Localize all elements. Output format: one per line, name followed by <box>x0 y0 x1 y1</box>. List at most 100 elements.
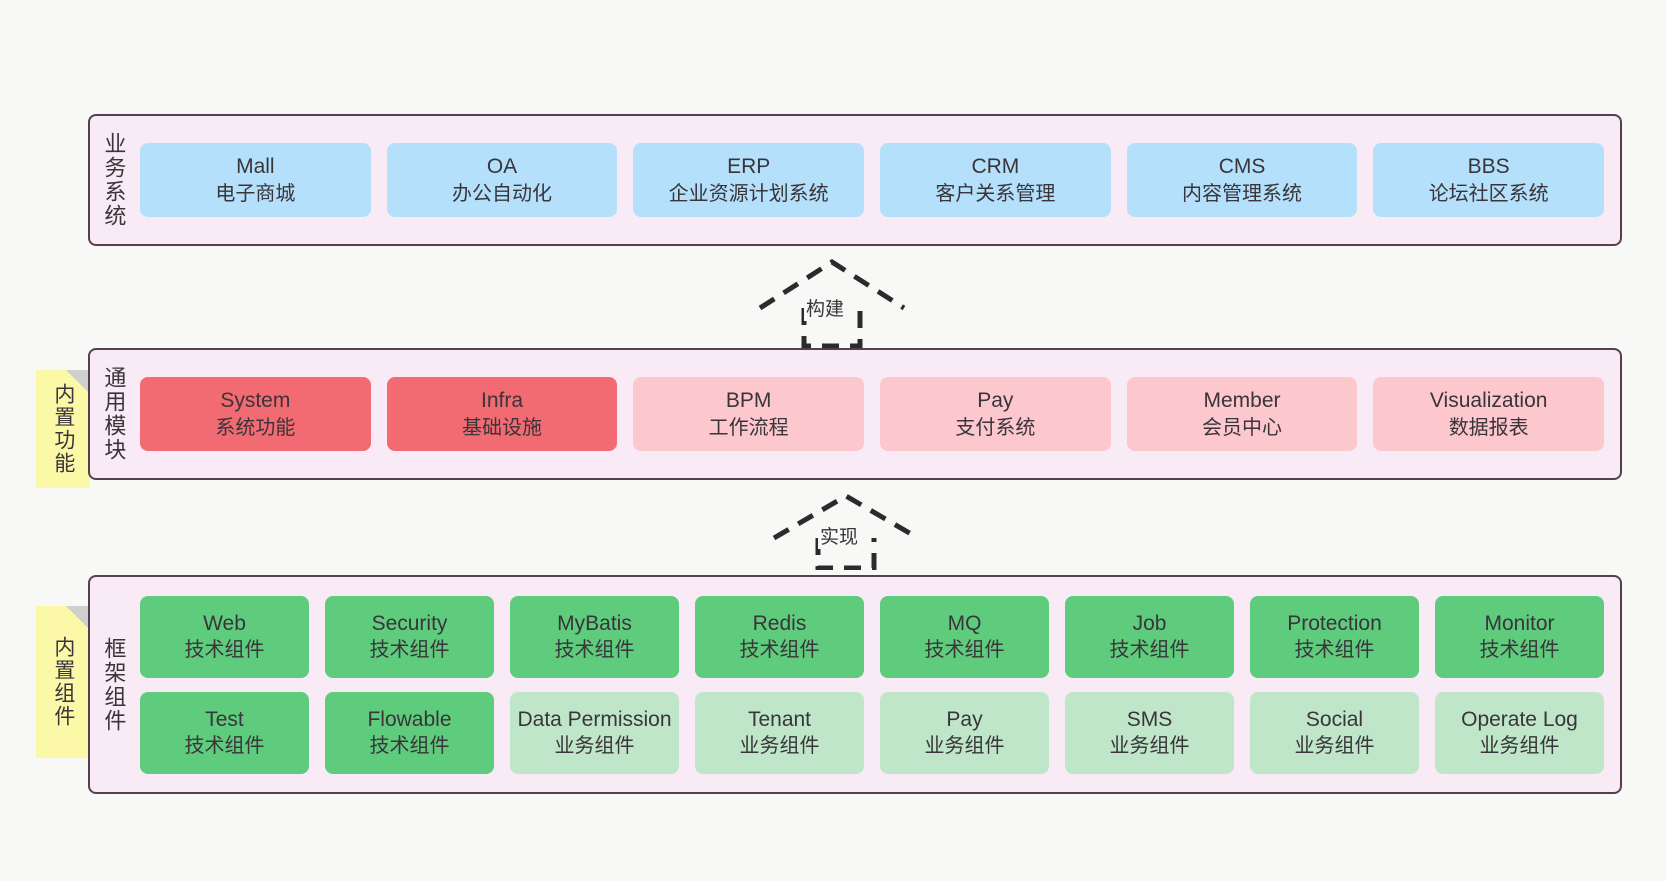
card-title-en: Protection <box>1287 611 1382 635</box>
card-test[interactable]: Test 技术组件 <box>140 691 309 774</box>
card-title-cn: 客户关系管理 <box>935 182 1056 205</box>
layer-body-business: Mall 电子商城 OA 办公自动化 ERP 企业资源计划系统 CRM 客户关系… <box>136 116 1620 244</box>
card-title-cn: 技术组件 <box>369 735 450 758</box>
card-title-cn: 基础设施 <box>462 416 542 439</box>
card-title-cn: 业务组件 <box>1479 735 1560 758</box>
card-bbs[interactable]: BBS 论坛社区系统 <box>1373 143 1605 217</box>
card-title-cn: 技术组件 <box>184 735 265 758</box>
card-redis[interactable]: Redis 技术组件 <box>695 595 864 678</box>
layer-title-framework: 框架组件 <box>101 636 127 733</box>
card-crm[interactable]: CRM 客户关系管理 <box>880 143 1111 217</box>
card-visualization[interactable]: Visualization 数据报表 <box>1373 377 1605 451</box>
card-security[interactable]: Security 技术组件 <box>325 595 494 678</box>
note-fold-corner-icon <box>66 606 90 630</box>
card-title-cn: 支付系统 <box>955 416 1036 439</box>
card-title-cn: 办公自动化 <box>452 182 552 205</box>
card-title-cn: 业务组件 <box>739 735 820 758</box>
layer-title-business: 业务系统 <box>101 132 127 228</box>
card-operate-log[interactable]: Operate Log 业务组件 <box>1435 691 1604 774</box>
card-title-cn: 技术组件 <box>1109 639 1190 662</box>
note-fold-corner-icon <box>66 370 90 394</box>
card-tenant[interactable]: Tenant 业务组件 <box>695 691 864 774</box>
card-title-cn: 技术组件 <box>924 639 1005 662</box>
card-title-cn: 工作流程 <box>708 416 789 439</box>
card-title-en: BBS <box>1467 155 1510 179</box>
card-oa[interactable]: OA 办公自动化 <box>386 143 618 217</box>
card-pay-module[interactable]: Pay 支付系统 <box>880 377 1111 451</box>
card-title-en: MyBatis <box>557 611 632 635</box>
card-system[interactable]: System 系统功能 <box>140 377 371 451</box>
card-mybatis[interactable]: MyBatis 技术组件 <box>510 595 679 678</box>
arrow-build-shape <box>758 259 906 349</box>
card-title-cn: 内容管理系统 <box>1182 182 1303 205</box>
card-title-en: Data Permission <box>517 707 672 731</box>
card-sms[interactable]: SMS 业务组件 <box>1065 691 1234 774</box>
card-title-cn: 技术组件 <box>1479 639 1560 662</box>
layer-framework-components: 框架组件 Web 技术组件 Security 技术组件 MyBatis 技术组件… <box>88 575 1622 794</box>
card-infra[interactable]: Infra 基础设施 <box>386 377 618 451</box>
layer-body-modules: System 系统功能 Infra 基础设施 BPM 工作流程 Pay 支付系统… <box>136 350 1620 478</box>
card-title-en: CMS <box>1218 155 1266 179</box>
card-title-cn: 技术组件 <box>369 639 450 662</box>
card-title-en: Mall <box>236 155 275 179</box>
card-bpm[interactable]: BPM 工作流程 <box>633 377 865 451</box>
card-title-cn: 会员中心 <box>1202 416 1283 439</box>
card-title-en: Test <box>205 707 244 731</box>
card-cms[interactable]: CMS 内容管理系统 <box>1126 143 1358 217</box>
arrow-build: 构建 <box>752 258 912 350</box>
layer-body-framework: Web 技术组件 Security 技术组件 MyBatis 技术组件 Redi… <box>136 577 1620 792</box>
card-title-en: Redis <box>752 611 807 635</box>
card-title-en: System <box>220 389 291 413</box>
card-title-en: Infra <box>480 389 524 413</box>
card-title-en: Operate Log <box>1461 707 1578 731</box>
modules-card-row: System 系统功能 Infra 基础设施 BPM 工作流程 Pay 支付系统… <box>140 377 1605 451</box>
card-protection[interactable]: Protection 技术组件 <box>1250 595 1419 678</box>
arrow-implement: 实现 <box>766 492 926 570</box>
card-title-cn: 技术组件 <box>739 639 820 662</box>
card-title-en: Social <box>1305 707 1364 731</box>
card-title-en: Monitor <box>1484 611 1555 635</box>
card-title-en: Visualization <box>1429 389 1548 413</box>
card-title-cn: 企业资源计划系统 <box>668 182 829 205</box>
framework-tech-row: Web 技术组件 Security 技术组件 MyBatis 技术组件 Redi… <box>140 595 1604 678</box>
layer-common-modules: 通用模块 System 系统功能 Infra 基础设施 BPM 工作流程 Pay… <box>88 348 1622 480</box>
card-flowable[interactable]: Flowable 技术组件 <box>325 691 494 774</box>
card-mall[interactable]: Mall 电子商城 <box>140 143 371 217</box>
note-builtin-features: 内置功能 <box>36 370 90 488</box>
note-builtin-components: 内置组件 <box>36 606 90 758</box>
card-pay-component[interactable]: Pay 业务组件 <box>880 691 1049 774</box>
card-title-cn: 业务组件 <box>924 735 1005 758</box>
card-data-permission[interactable]: Data Permission 业务组件 <box>510 691 679 774</box>
card-job[interactable]: Job 技术组件 <box>1065 595 1234 678</box>
card-member[interactable]: Member 会员中心 <box>1126 377 1358 451</box>
card-title-en: MQ <box>947 611 982 635</box>
card-erp[interactable]: ERP 企业资源计划系统 <box>633 143 865 217</box>
card-title-cn: 业务组件 <box>554 735 635 758</box>
card-title-en: Pay <box>977 389 1014 413</box>
card-title-en: CRM <box>971 155 1020 179</box>
card-title-en: Web <box>203 611 246 635</box>
card-title-en: Flowable <box>367 707 452 731</box>
card-title-en: Pay <box>946 707 983 731</box>
layer-business-system: 业务系统 Mall 电子商城 OA 办公自动化 ERP 企业资源计划系统 CRM… <box>88 114 1622 246</box>
layer-title-modules: 通用模块 <box>101 366 127 462</box>
card-title-en: Tenant <box>747 707 812 731</box>
card-title-cn: 业务组件 <box>1109 735 1190 758</box>
card-title-cn: 技术组件 <box>1294 639 1375 662</box>
card-title-en: Member <box>1203 389 1281 413</box>
card-title-en: Security <box>371 611 448 635</box>
card-social[interactable]: Social 业务组件 <box>1250 691 1419 774</box>
framework-business-row: Test 技术组件 Flowable 技术组件 Data Permission … <box>140 691 1604 774</box>
card-title-cn: 业务组件 <box>1294 735 1375 758</box>
card-title-cn: 技术组件 <box>184 639 265 662</box>
business-card-row: Mall 电子商城 OA 办公自动化 ERP 企业资源计划系统 CRM 客户关系… <box>140 143 1605 217</box>
note-label: 内置组件 <box>51 636 75 728</box>
card-web[interactable]: Web 技术组件 <box>140 595 309 678</box>
card-title-cn: 电子商城 <box>215 182 296 205</box>
note-label: 内置功能 <box>51 383 75 475</box>
arrow-build-label: 构建 <box>804 294 847 321</box>
card-title-en: OA <box>486 155 518 179</box>
card-mq[interactable]: MQ 技术组件 <box>880 595 1049 678</box>
card-monitor[interactable]: Monitor 技术组件 <box>1435 595 1604 678</box>
